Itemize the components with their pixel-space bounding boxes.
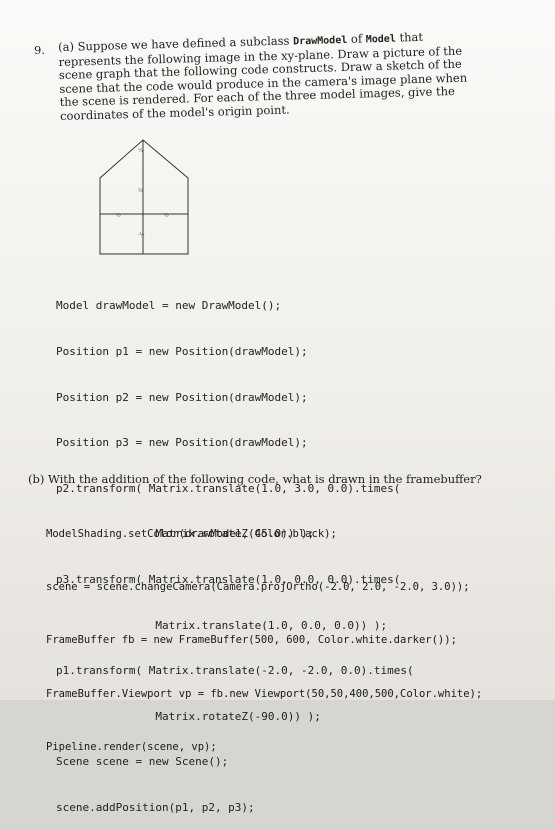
code-line: p3.transform( Matrix.translate(1.0, 0.0,… xyxy=(56,572,401,586)
code-line: scene.addPosition(p1, p2, p3); xyxy=(56,800,255,814)
code-block-b: ModelShading.setColor(drawModel, Color.b… xyxy=(46,490,482,775)
question-number: 9. xyxy=(34,43,45,57)
code-line: Pipeline.render(scene, vp); xyxy=(46,741,217,754)
diagram-label-left: ½ xyxy=(116,212,121,219)
house-shape-diagram: ¼ ½ ½ ½ -½ xyxy=(99,139,189,255)
base-class-name: Model xyxy=(365,33,397,46)
part-b-prompt: (b) With the addition of the following c… xyxy=(28,472,528,486)
part-a-text-2: of xyxy=(347,31,366,46)
code-line: p2.transform( Matrix.translate(1.0, 3.0,… xyxy=(56,481,401,495)
part-b-text: With the addition of the following code,… xyxy=(48,472,482,486)
part-a-label: (a) xyxy=(57,39,75,54)
code-line: p1.transform( Matrix.translate(-2.0, -2.… xyxy=(56,664,414,678)
diagram-label-mid: ½ xyxy=(138,187,143,194)
code-line: Position p3 = new Position(drawModel); xyxy=(56,436,308,450)
diagram-label-bottom: -½ xyxy=(138,231,145,238)
exam-page xyxy=(0,0,555,700)
diagram-label-right: ½ xyxy=(164,212,169,219)
code-line: Matrix.translate(1.0, 0.0, 0.0)) ); xyxy=(56,618,388,632)
code-line: Position p1 = new Position(drawModel); xyxy=(56,345,308,358)
house-outline xyxy=(99,139,189,255)
diagram-label-top: ¼ xyxy=(138,148,143,154)
part-b-label: (b) xyxy=(28,472,45,486)
code-line: FrameBuffer.Viewport vp = fb.new Viewpor… xyxy=(46,687,483,700)
part-a-prompt: (a) Suppose we have defined a subclass D… xyxy=(58,29,490,123)
code-line: Position p2 = new Position(drawModel); xyxy=(56,390,308,404)
code-line: Matrix.rotateZ(45.0)) ); xyxy=(56,527,315,541)
class-name: DrawModel xyxy=(292,34,348,48)
code-line: scene = scene.changeCamera(Camera.projOr… xyxy=(46,580,470,593)
code-line: ModelShading.setColor(drawModel, Color.b… xyxy=(46,527,337,540)
code-line: Model drawModel = new DrawModel(); xyxy=(56,299,282,313)
code-line: FrameBuffer fb = new FrameBuffer(500, 60… xyxy=(46,634,457,647)
